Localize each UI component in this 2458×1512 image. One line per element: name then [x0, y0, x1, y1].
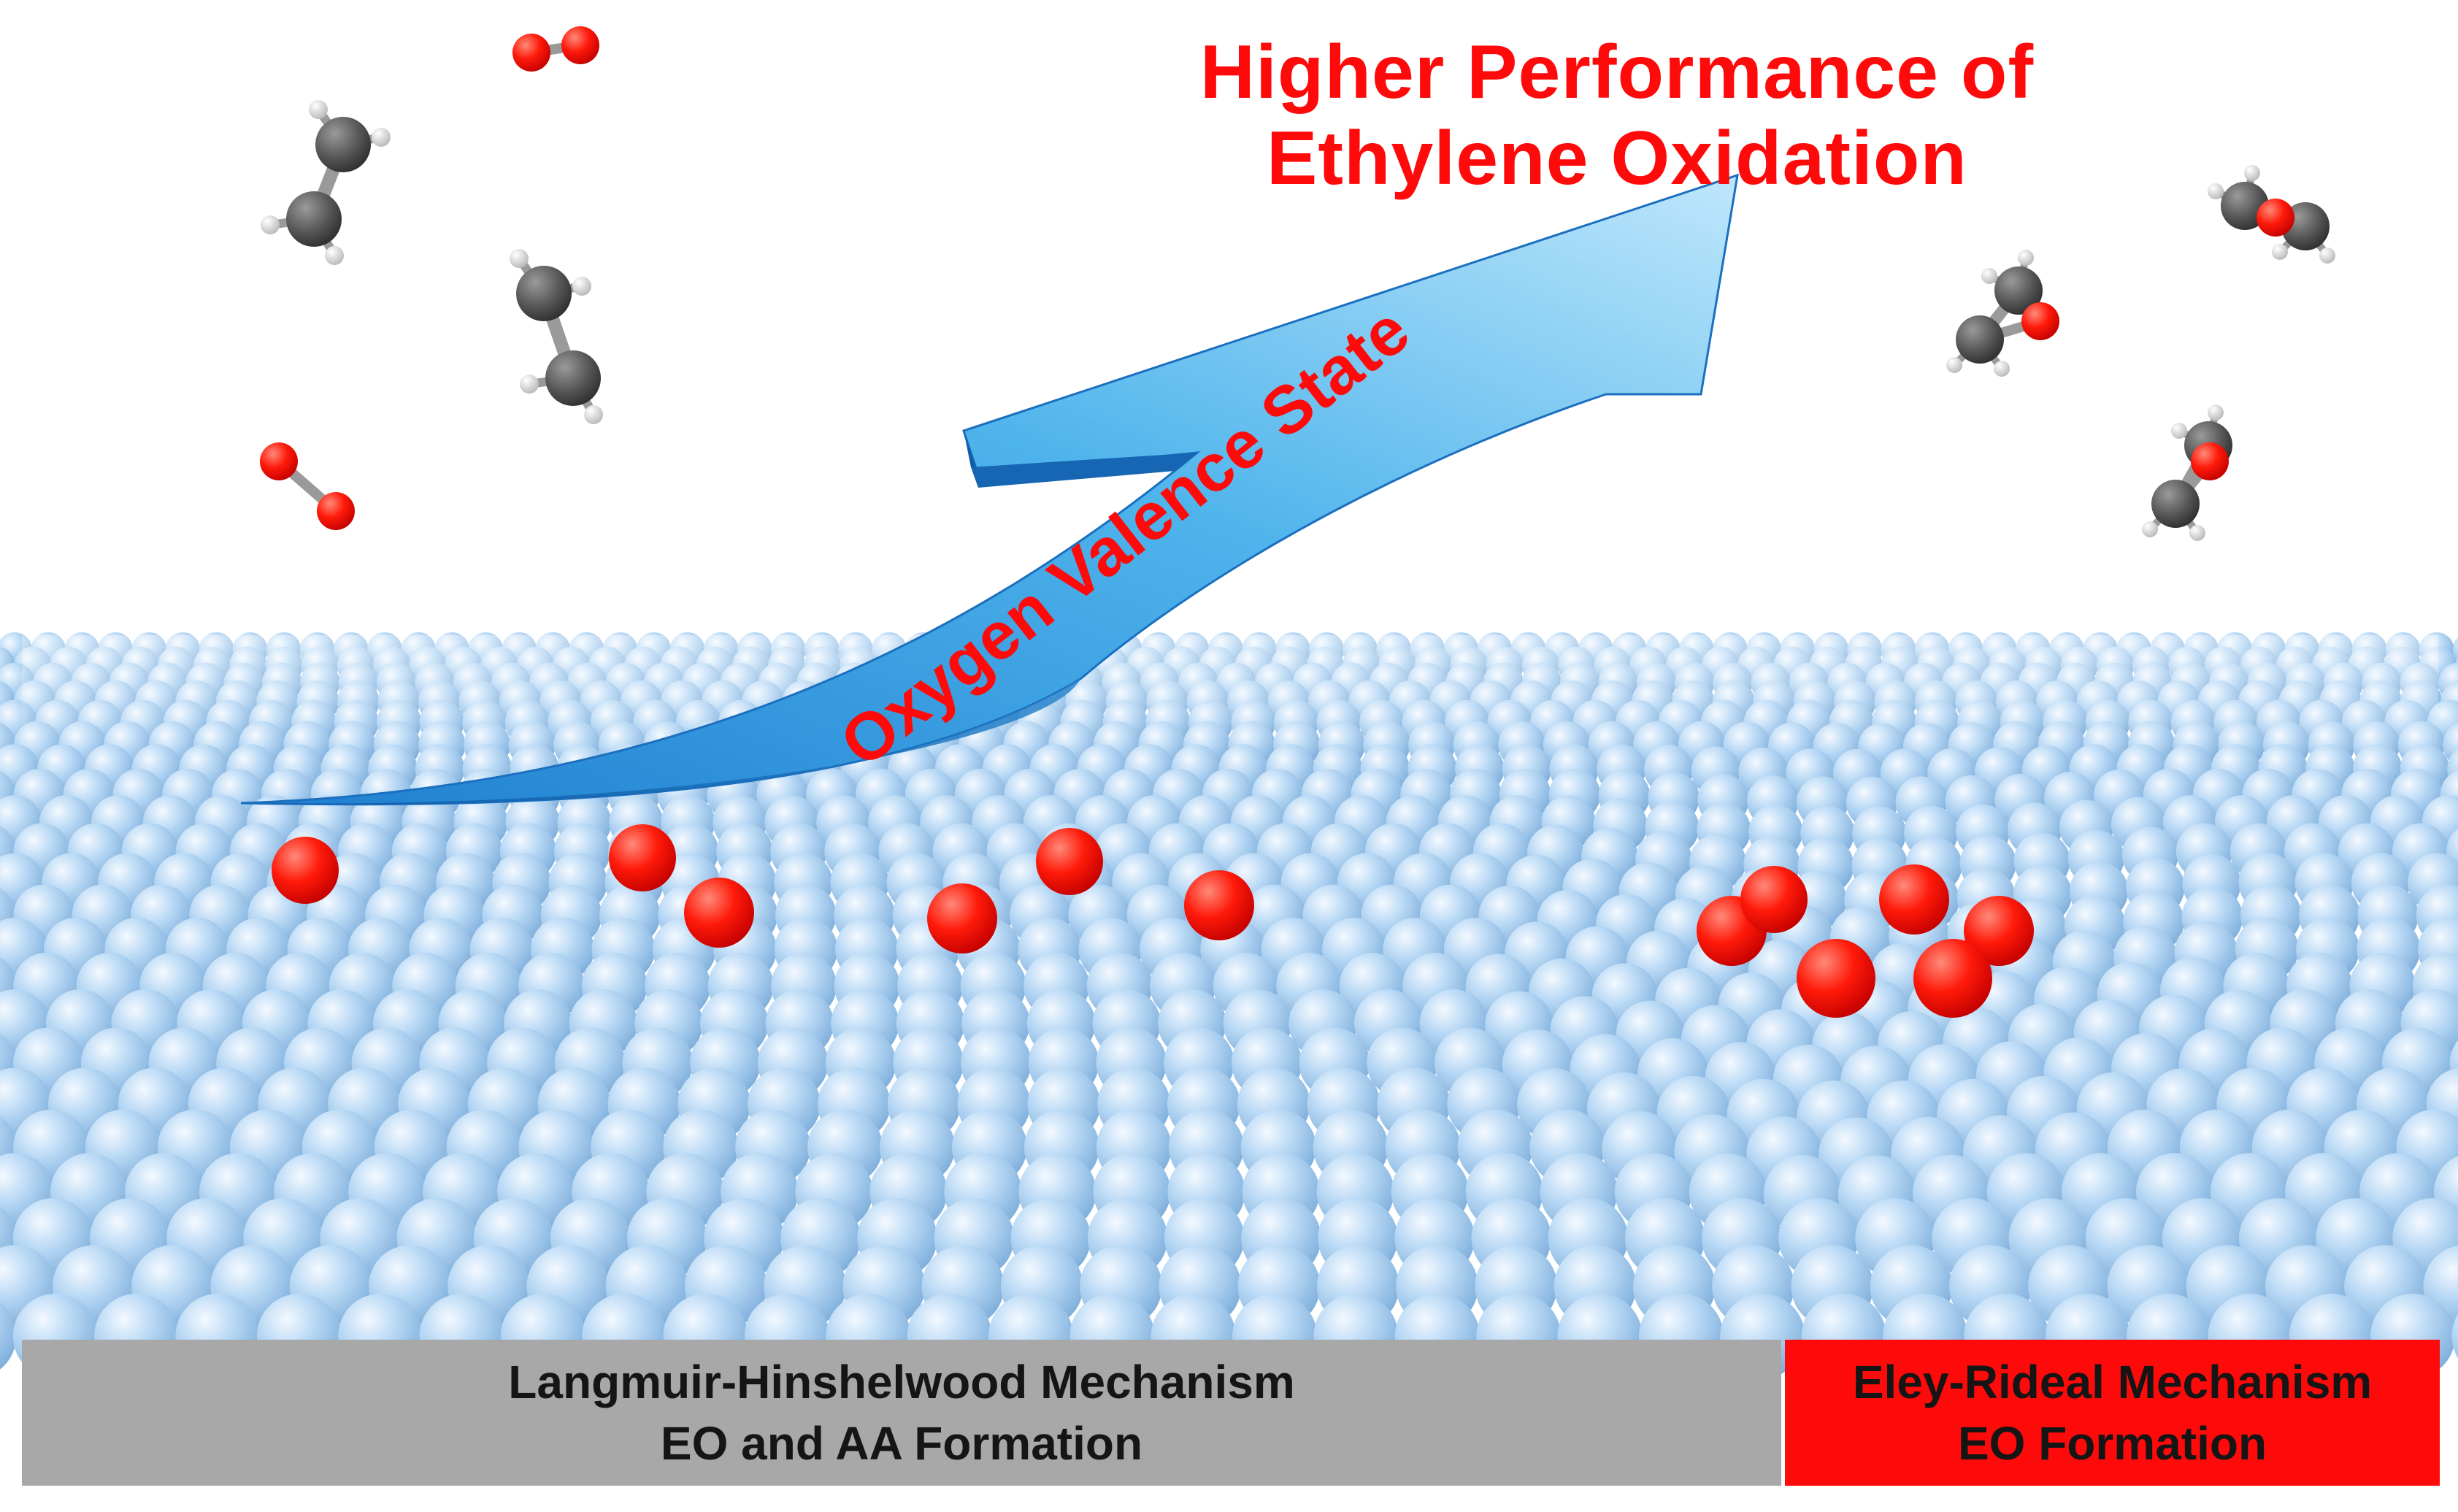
hydrogen-atom — [2018, 250, 2034, 266]
figure-heading: Higher Performance of Ethylene Oxidation — [1110, 29, 2124, 202]
hydrogen-atom — [309, 100, 328, 119]
lh-subtitle: EO and AA Formation — [660, 1417, 1143, 1470]
hydrogen-atom — [325, 246, 344, 265]
surface-atom — [2451, 1313, 2458, 1359]
surface-atom — [0, 1302, 17, 1370]
adsorbed-oxygen-atom — [609, 824, 676, 891]
hydrogen-atom — [584, 405, 603, 424]
adsorbed-oxygen-atoms — [272, 824, 2034, 1018]
epoxide-oxygen-atom — [2021, 302, 2059, 340]
heading-line-2: Ethylene Oxidation — [1267, 116, 1967, 201]
carbon-atom — [315, 117, 371, 172]
upward-arrow — [240, 173, 1739, 806]
eley-rideal-bar: Eley-Rideal Mechanism EO Formation — [1785, 1340, 2440, 1486]
epoxide-oxygen-atom — [2191, 442, 2229, 480]
carbon-atom — [2151, 480, 2200, 528]
adsorbed-oxygen-atom — [1740, 866, 1808, 933]
adsorbed-oxygen-atom — [1797, 939, 1875, 1018]
oxygen-molecule-atom — [260, 442, 298, 480]
adsorbed-oxygen-atom — [272, 837, 339, 904]
adsorbed-oxygen-atom — [684, 878, 754, 948]
adsorbed-oxygen-atom — [1964, 896, 2034, 966]
er-subtitle: EO Formation — [1957, 1417, 2267, 1470]
carbon-atom — [1994, 266, 2043, 315]
hydrogen-atom — [2272, 244, 2288, 260]
adsorbed-oxygen-atom — [1184, 870, 1254, 940]
hydrogen-atom — [1981, 268, 1997, 284]
carbon-atom — [1956, 315, 2004, 364]
hydrogen-atom — [372, 128, 391, 147]
hydrogen-atom — [2142, 521, 2158, 537]
oxygen-molecule-atom — [317, 492, 355, 530]
lh-title: Langmuir-Hinshelwood Mechanism — [508, 1356, 1295, 1408]
adsorbed-oxygen-atom — [1913, 939, 1992, 1018]
adsorbed-oxygen-atom — [1879, 864, 1949, 935]
hydrogen-atom — [2208, 183, 2224, 199]
adsorbed-oxygen-atom — [1036, 828, 1103, 895]
hydrogen-atom — [1994, 361, 2010, 377]
hydrogen-atom — [261, 215, 280, 234]
epoxide-oxygen-atom — [2257, 199, 2294, 237]
hydrogen-atom — [2171, 423, 2187, 439]
carbon-atom — [516, 266, 572, 321]
hydrogen-atom — [510, 249, 529, 268]
surface-haze — [22, 635, 2438, 752]
heading-line-1: Higher Performance of — [1199, 30, 2035, 115]
carbon-atom — [286, 191, 342, 247]
hydrogen-atom — [520, 375, 539, 394]
hydrogen-atom — [2319, 247, 2335, 264]
langmuir-hinshelwood-bar: Langmuir-Hinshelwood Mechanism EO and AA… — [22, 1340, 1781, 1486]
hydrogen-atom — [2244, 165, 2260, 181]
gas-phase-molecules — [260, 26, 2335, 541]
adsorbed-oxygen-atom — [927, 883, 997, 953]
hydrogen-atom — [572, 277, 591, 296]
hydrogen-atom — [2208, 404, 2224, 421]
carbon-atom — [545, 350, 601, 406]
hydrogen-atom — [2189, 525, 2205, 541]
oxygen-molecule-atom — [512, 34, 550, 72]
er-title: Eley-Rideal Mechanism — [1852, 1356, 2373, 1408]
hydrogen-atom — [1946, 357, 1962, 373]
oxygen-molecule-atom — [561, 26, 599, 64]
